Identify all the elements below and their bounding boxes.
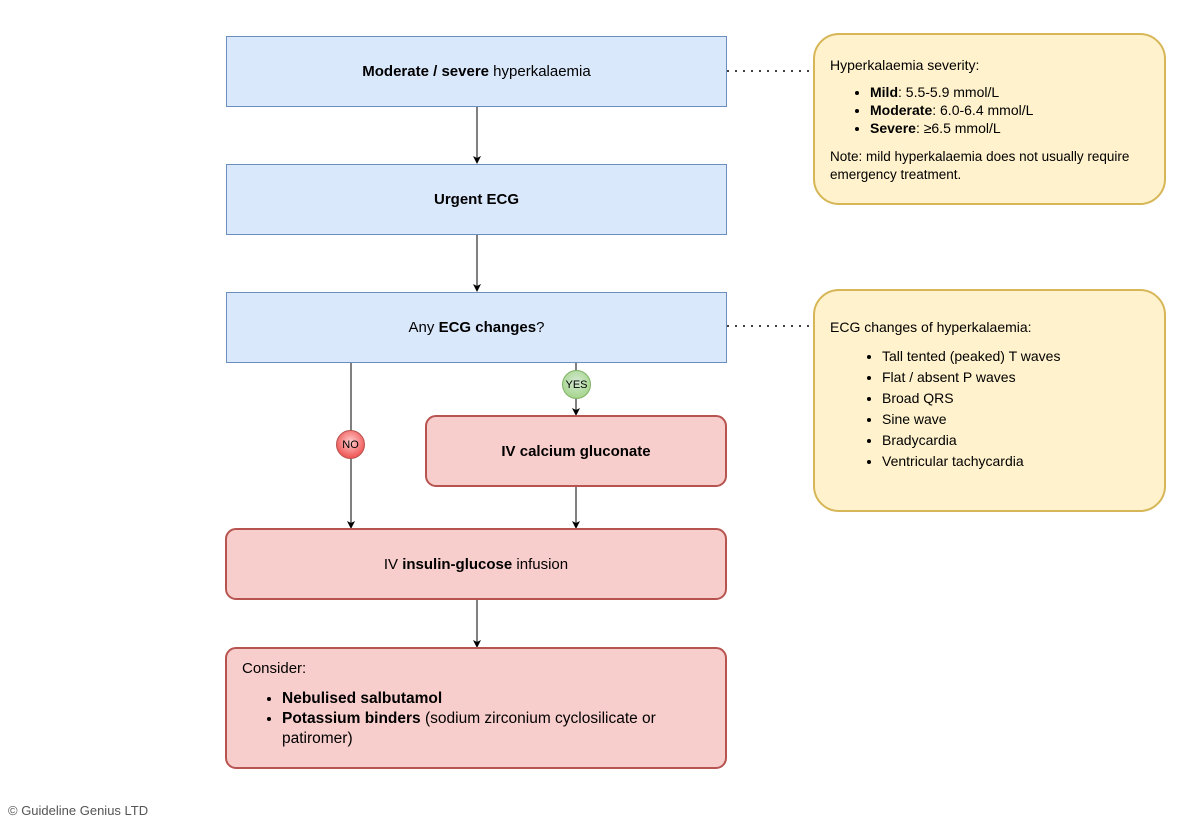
- insulin-bold: insulin-glucose: [402, 555, 513, 573]
- consider-item-rest: (sodium zirconium cyclosilicate or patir…: [282, 710, 656, 747]
- ecg-changes-post: ?: [536, 319, 545, 336]
- severity-item-bold: Moderate: [870, 102, 933, 118]
- ecg-changes-box: Any ECG changes?: [226, 292, 727, 363]
- ecg-change-item: Flat / absent P waves: [882, 367, 1150, 388]
- consider-heading: Consider:: [242, 660, 307, 677]
- ecg-change-item: Tall tented (peaked) T waves: [882, 346, 1150, 367]
- calcium-gluconate-box: IV calcium gluconate: [425, 415, 727, 487]
- severity-note-text: Note: mild hyperkalaemia does not usuall…: [830, 149, 1130, 182]
- insulin-pre: IV: [383, 555, 403, 573]
- ecg-change-item: Bradycardia: [882, 430, 1150, 451]
- severity-box: Moderate / severe hyperkalaemia: [226, 36, 727, 107]
- severity-item: Mild: 5.5-5.9 mmol/L: [870, 83, 1150, 101]
- severity-item: Moderate: 6.0-6.4 mmol/L: [870, 101, 1150, 119]
- severity-item-rest: : ≥6.5 mmol/L: [915, 120, 1001, 136]
- severity-rest: hyperkalaemia: [489, 63, 591, 80]
- severity-item-rest: : 6.0-6.4 mmol/L: [932, 102, 1034, 118]
- severity-note-title: Hyperkalaemia severity:: [830, 57, 980, 73]
- calcium-gluconate-label: IV calcium gluconate: [501, 442, 651, 460]
- no-label: NO: [342, 438, 359, 451]
- ecg-changes-pre: Any: [408, 319, 439, 336]
- consider-item: Potassium binders (sodium zirconium cycl…: [282, 709, 711, 749]
- severity-item: Severe: ≥6.5 mmol/L: [870, 119, 1150, 137]
- ecg-note-title: ECG changes of hyperkalaemia:: [830, 319, 1032, 335]
- severity-item-bold: Severe: [870, 120, 916, 136]
- insulin-post: infusion: [512, 555, 569, 573]
- consider-item-bold: Potassium binders: [282, 710, 421, 727]
- no-badge: NO: [336, 430, 365, 459]
- consider-box: Consider: Nebulised salbutamol Potassium…: [225, 647, 727, 769]
- severity-bold: Moderate / severe: [362, 63, 489, 80]
- copyright-footer: © Guideline Genius LTD: [8, 803, 149, 818]
- urgent-ecg-label: Urgent ECG: [433, 191, 519, 208]
- yes-badge: YES: [562, 370, 591, 399]
- ecg-change-item: Sine wave: [882, 409, 1150, 430]
- yes-label: YES: [565, 378, 588, 391]
- consider-item: Nebulised salbutamol: [282, 689, 711, 709]
- severity-note: Hyperkalaemia severity: Mild: 5.5-5.9 mm…: [813, 33, 1166, 205]
- ecg-change-item: Ventricular tachycardia: [882, 451, 1150, 472]
- ecg-change-item: Broad QRS: [882, 388, 1150, 409]
- consider-item-bold: Nebulised salbutamol: [282, 690, 443, 707]
- severity-item-rest: : 5.5-5.9 mmol/L: [898, 84, 1000, 100]
- urgent-ecg-box: Urgent ECG: [226, 164, 727, 235]
- ecg-changes-bold: ECG changes: [438, 319, 537, 336]
- severity-item-bold: Mild: [870, 84, 898, 100]
- ecg-changes-note: ECG changes of hyperkalaemia: Tall tente…: [813, 289, 1166, 512]
- insulin-glucose-box: IV insulin-glucose infusion: [225, 528, 727, 600]
